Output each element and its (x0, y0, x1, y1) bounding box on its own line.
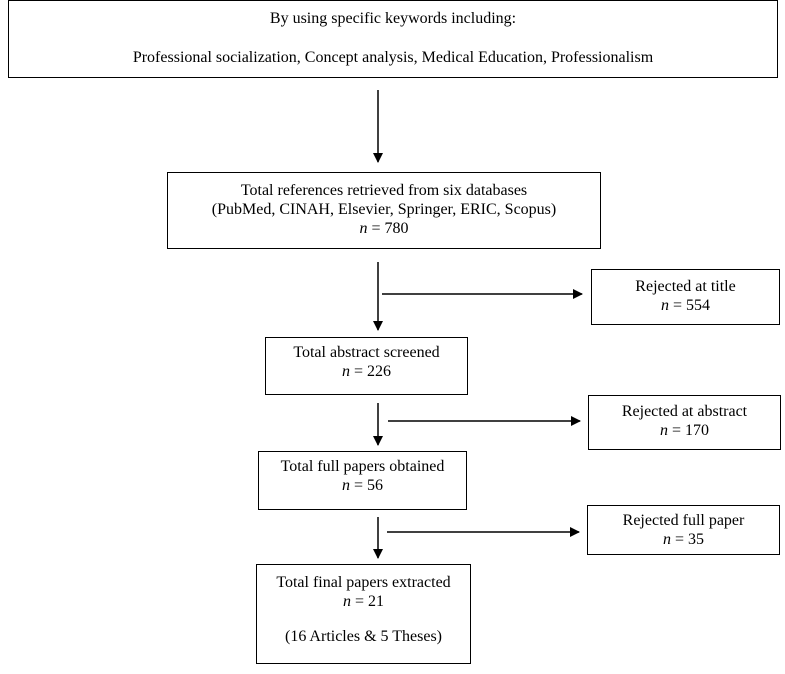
abstract-screened-count: n = 226 (341, 362, 392, 380)
rejected-at-title-box: Rejected at title n = 554 (591, 269, 780, 325)
rejected-abstract-label: Rejected at abstract (621, 403, 748, 420)
rejected-full-label: Rejected full paper (622, 512, 745, 529)
rejected-full-count: n = 35 (662, 530, 705, 548)
retrieved-count: n = 780 (359, 219, 409, 237)
full-papers-label: Total full papers obtained (280, 458, 445, 475)
rejected-full-paper-box: Rejected full paper n = 35 (587, 505, 780, 555)
retrieved-references-box: Total references retrieved from six data… (167, 172, 601, 249)
final-papers-count: n = 21 (342, 592, 385, 610)
final-papers-note: (16 Articles & 5 Theses) (284, 627, 442, 645)
full-papers-count: n = 56 (341, 476, 384, 494)
keywords-box: By using specific keywords including: Pr… (8, 0, 778, 78)
keywords-list: Professional socialization, Concept anal… (132, 49, 654, 66)
final-papers-label: Total final papers extracted (276, 574, 451, 591)
rejected-title-label: Rejected at title (635, 278, 736, 295)
rejected-title-count: n = 554 (660, 296, 711, 314)
databases-list: (PubMed, CINAH, Elsevier, Springer, ERIC… (211, 200, 557, 218)
abstract-screened-label: Total abstract screened (293, 344, 440, 361)
keywords-title: By using specific keywords including: (269, 10, 517, 27)
abstract-screened-box: Total abstract screened n = 226 (265, 337, 468, 395)
retrieved-label: Total references retrieved from six data… (240, 182, 528, 199)
full-papers-obtained-box: Total full papers obtained n = 56 (258, 451, 467, 510)
final-papers-box: Total final papers extracted n = 21 (16 … (256, 564, 471, 664)
rejected-abstract-count: n = 170 (659, 421, 710, 439)
rejected-at-abstract-box: Rejected at abstract n = 170 (588, 395, 781, 450)
